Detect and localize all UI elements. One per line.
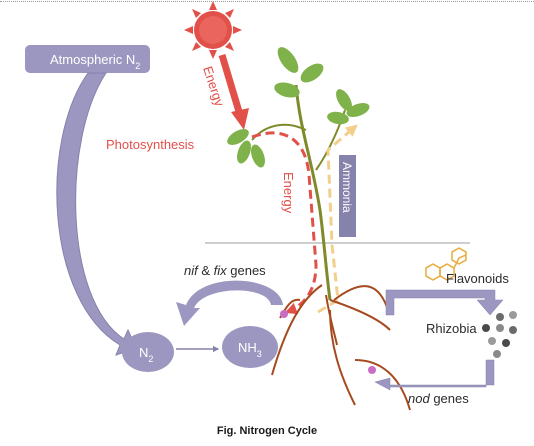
flavonoids-label: Flavonoids [446, 271, 509, 286]
plant-leaves [227, 47, 370, 168]
root-nodule-right [368, 366, 376, 374]
flavonoids-arrow [385, 289, 504, 316]
n2-node [122, 332, 174, 372]
nif-fix-curved-arrow [176, 280, 283, 326]
ammonia-label: Ammonia [340, 162, 354, 213]
nod-genes-label: nod genes [408, 391, 469, 406]
ammonia-box [339, 155, 356, 237]
top-dotted-rule [0, 1, 534, 2]
sun-energy-arrow [218, 53, 244, 117]
root-nodule-left [280, 310, 288, 318]
rhizobia-label: Rhizobia [426, 321, 477, 336]
sun-energy-arrowhead [231, 108, 249, 130]
plant-roots [271, 284, 411, 411]
nh3-label: NH3 [238, 340, 262, 359]
n2-label: N2 [139, 345, 153, 364]
figure-caption: Fig. Nitrogen Cycle [216, 425, 318, 437]
leaf-stalk-left [251, 123, 307, 141]
plant-stem [294, 84, 332, 301]
sun-icon [184, 1, 242, 59]
atmospheric-n2-box [25, 45, 150, 73]
flavonoid-molecule-icon [425, 247, 467, 281]
energy-dashed-path [251, 131, 318, 315]
nh3-node [222, 326, 278, 368]
nod-genes-arrow [374, 359, 495, 391]
rhizobia-dots [482, 311, 517, 358]
nif-fix-genes-label: nif & fix genes [184, 263, 266, 278]
ammonia-dashed-path [317, 124, 358, 314]
energy-stem-label: Energy [281, 172, 296, 214]
atmospheric-n2-label: Atmospheric N2 [50, 52, 140, 71]
atmospheric-to-n2-arrow [56, 72, 137, 356]
photosynthesis-label: Photosynthesis [106, 137, 195, 152]
